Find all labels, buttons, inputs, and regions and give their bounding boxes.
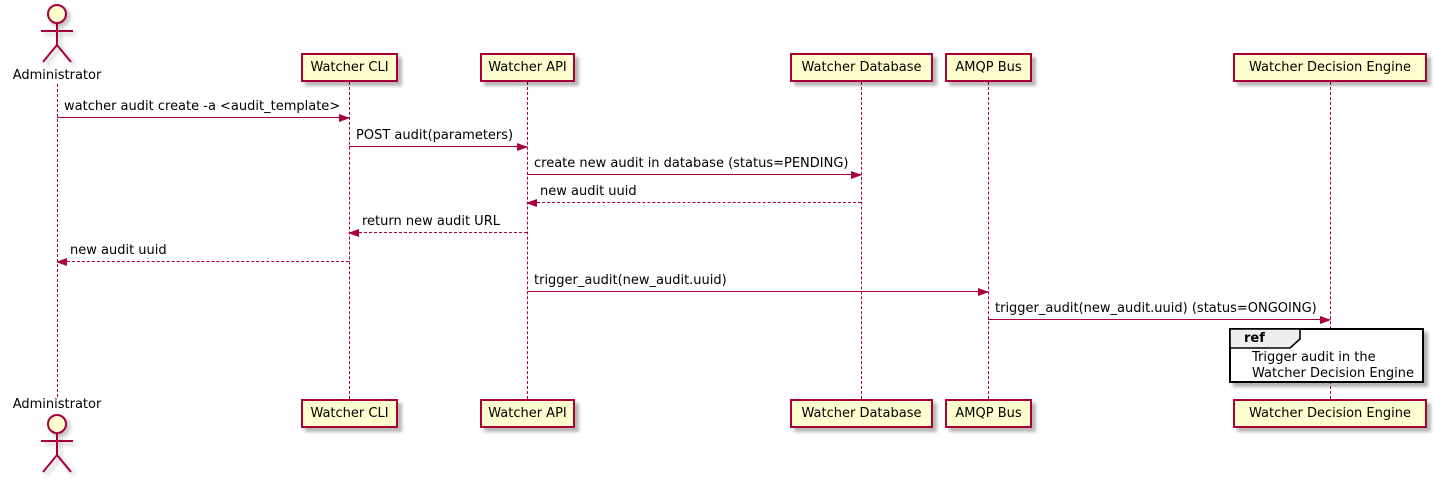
ref-keyword: ref (1244, 331, 1265, 346)
message-label: trigger_audit(new_audit.uuid) (status=ON… (995, 301, 1317, 316)
message-label: new audit uuid (70, 243, 167, 258)
participant-watcher-decision-engine-top: Watcher Decision Engine (1233, 53, 1427, 82)
message-line (527, 291, 988, 292)
actor-icon (41, 4, 73, 63)
message-label: watcher audit create -a <audit_template> (64, 99, 341, 114)
message-line (57, 261, 349, 262)
participant-label: Watcher Decision Engine (1249, 60, 1411, 75)
lifeline-watcher-cli (349, 82, 350, 399)
participant-label: Watcher Decision Engine (1249, 406, 1411, 421)
actor-label-top: Administrator (12, 68, 102, 83)
message-label: trigger_audit(new_audit.uuid) (534, 273, 727, 288)
message-label: new audit uuid (540, 184, 637, 199)
participant-watcher-api-bottom: Watcher API (480, 399, 575, 428)
arrowhead-right-icon (1320, 316, 1331, 324)
message-label: create new audit in database (status=PEN… (534, 156, 849, 171)
ref-fragment: ref Trigger audit in the Watcher Decisio… (1229, 328, 1424, 383)
ref-line: Trigger audit in the (1252, 350, 1376, 365)
participant-watcher-cli-top: Watcher CLI (301, 53, 398, 82)
arrowhead-right-icon (978, 288, 989, 296)
participant-watcher-database-bottom: Watcher Database (790, 399, 933, 428)
message-label: POST audit(parameters) (356, 128, 514, 143)
ref-line: Watcher Decision Engine (1252, 366, 1414, 381)
participant-amqp-bus-bottom: AMQP Bus (945, 399, 1032, 428)
message-label: return new audit URL (362, 214, 500, 229)
arrowhead-left-icon (348, 229, 359, 237)
participant-label: Watcher CLI (310, 60, 389, 75)
lifeline-watcher-decision-engine (1330, 82, 1331, 399)
arrowhead-left-icon (526, 199, 537, 207)
message-new-audit-uuid-db: new audit uuid (526, 184, 861, 207)
arrowhead-right-icon (851, 171, 862, 179)
lifeline-amqp-bus (988, 82, 989, 399)
message-audit-create: watcher audit create -a <audit_template> (57, 99, 350, 122)
message-return-audit-url: return new audit URL (348, 214, 527, 237)
message-post-audit: POST audit(parameters) (349, 128, 528, 151)
message-line (527, 174, 861, 175)
participant-label: AMQP Bus (955, 406, 1022, 421)
participant-label: Watcher Database (801, 406, 922, 421)
arrowhead-right-icon (517, 143, 528, 151)
participant-amqp-bus-top: AMQP Bus (945, 53, 1032, 82)
message-trigger-audit-ongoing: trigger_audit(new_audit.uuid) (status=ON… (988, 301, 1331, 324)
participant-watcher-decision-engine-bottom: Watcher Decision Engine (1233, 399, 1427, 428)
participant-watcher-database-top: Watcher Database (790, 53, 933, 82)
message-create-audit-db: create new audit in database (status=PEN… (527, 156, 862, 179)
participant-label: Watcher CLI (310, 406, 389, 421)
arrowhead-left-icon (56, 258, 67, 266)
message-trigger-audit: trigger_audit(new_audit.uuid) (527, 273, 989, 296)
lifeline-administrator (57, 84, 58, 397)
ref-body: Trigger audit in the Watcher Decision En… (1252, 350, 1414, 382)
participant-label: Watcher Database (801, 60, 922, 75)
message-new-audit-uuid-cli: new audit uuid (56, 243, 349, 266)
message-line (349, 146, 527, 147)
lifeline-watcher-api (527, 82, 528, 399)
participant-label: AMQP Bus (955, 60, 1022, 75)
message-line (988, 319, 1330, 320)
ref-header-pentagon (1229, 328, 1301, 349)
lifeline-watcher-database (861, 82, 862, 399)
participant-label: Watcher API (488, 60, 567, 75)
participant-watcher-api-top: Watcher API (480, 53, 575, 82)
arrowhead-right-icon (339, 114, 350, 122)
message-line (349, 232, 527, 233)
message-line (57, 117, 349, 118)
message-line (527, 202, 861, 203)
participant-watcher-cli-bottom: Watcher CLI (301, 399, 398, 428)
actor-icon (41, 414, 73, 473)
actor-label-bottom: Administrator (12, 397, 102, 412)
participant-label: Watcher API (488, 406, 567, 421)
